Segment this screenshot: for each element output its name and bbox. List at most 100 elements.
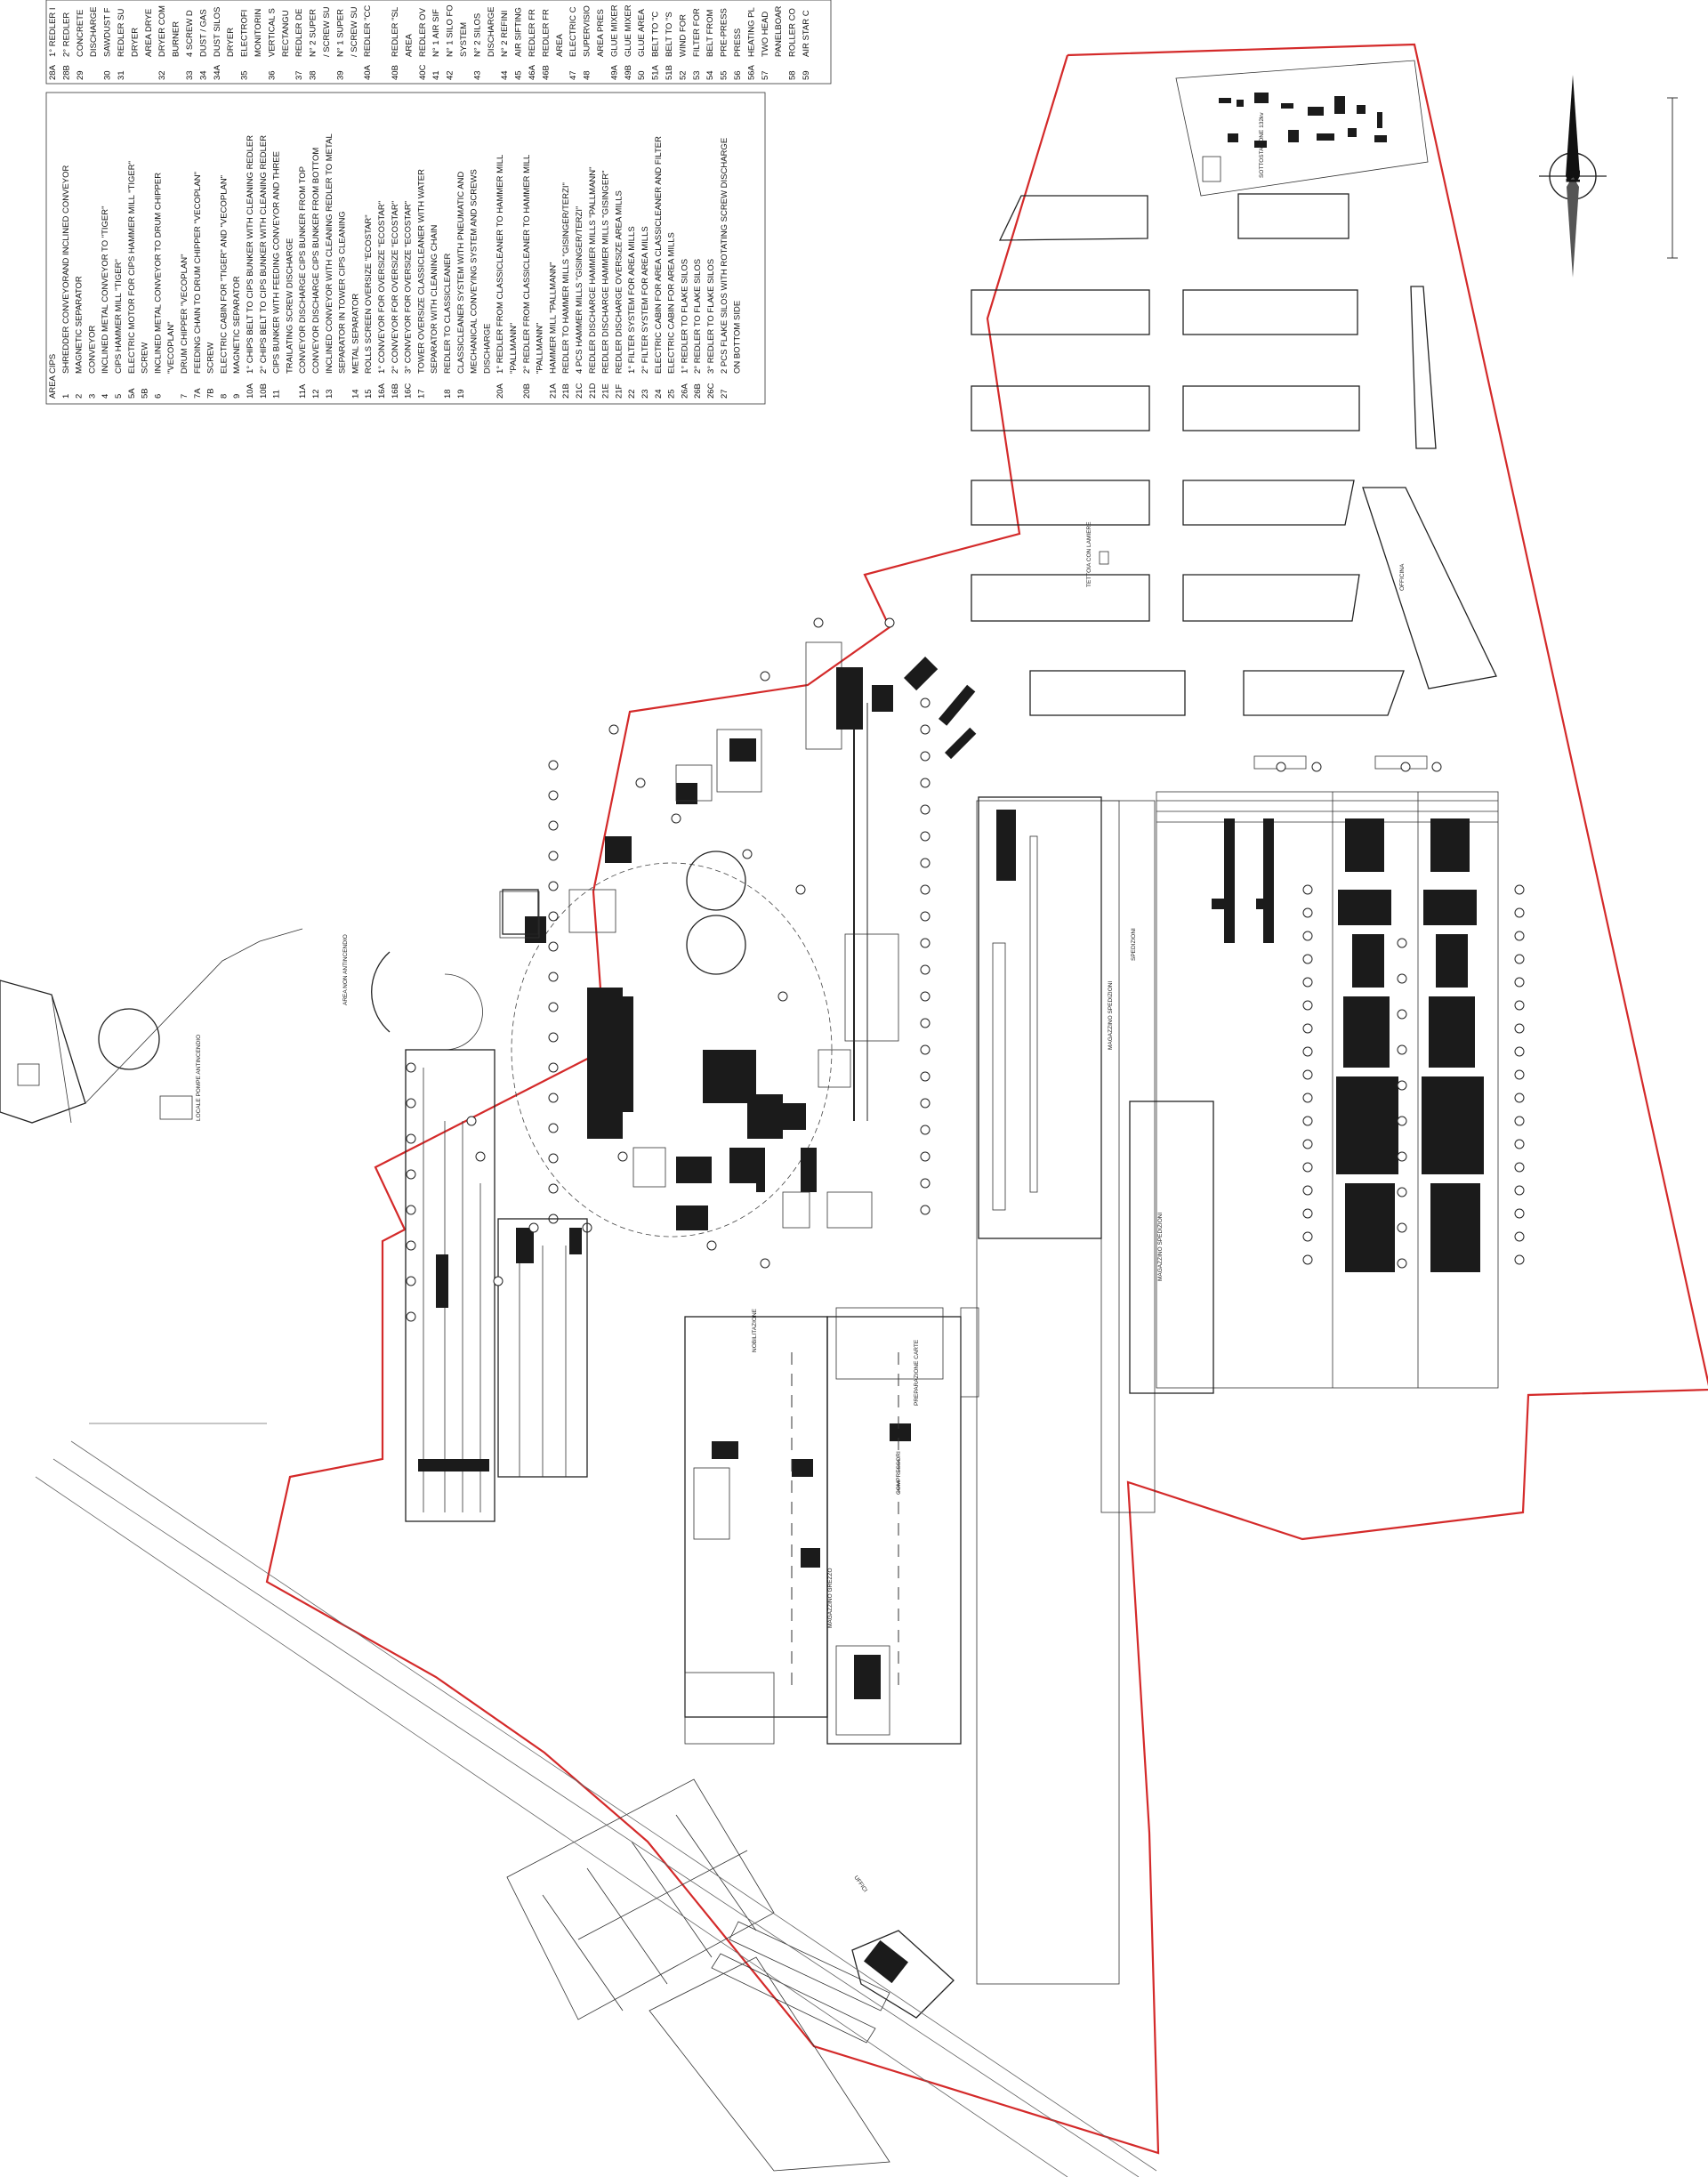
callout-bubble [920, 991, 931, 1002]
legend-item-text: ELECTROFI [240, 10, 250, 57]
legend-item-text: CIPS BUNKER WITH FEEDING CONVEYOR AND TH… [272, 151, 282, 374]
legend-item-code: 21B [561, 383, 571, 399]
callout-bubble [406, 1276, 416, 1286]
substation-label: SOTTOSTAZIONE 132kv [1259, 112, 1265, 178]
legend-item-text: BURNER [172, 21, 181, 57]
callout-bubble [1302, 1023, 1313, 1034]
legend-item-text: TRAILATING SCREW DISCHARGE [285, 238, 294, 374]
callout-bubble [920, 1178, 931, 1189]
legend-item-text: 3° REDLER TO FLAKE SILOS [706, 259, 716, 374]
callout-bubble [1302, 884, 1313, 895]
legend-item-text: REDLER FR [528, 9, 537, 57]
legend-item-code: 5A [127, 388, 137, 399]
callout-bubble [813, 617, 824, 628]
legend-item-code: 47 [568, 70, 578, 80]
legend-item-text: HEATING PL [746, 7, 756, 57]
legend-item-text: CIPS HAMMER MILL "TIGER" [114, 259, 124, 374]
legend-item-text: ELECTRIC CABIN FOR "TIGER" AND "VECOPLAN… [219, 175, 229, 374]
callout-bubble [1302, 1139, 1313, 1149]
legend-item-text: WIND FOR [678, 14, 688, 57]
callout-bubble [1514, 1023, 1525, 1034]
callout-bubble [528, 1222, 539, 1233]
raw-material-warehouse: MAGAZZINO GREZZO PREPARAZIONE CARTE COMP… [684, 800, 1120, 1985]
legend-item-code: 27 [720, 389, 729, 399]
legend-item-code: 28A [48, 64, 58, 80]
legend-item-text: 1° FILTER SYSTEM FOR AREA MILLS [627, 226, 637, 374]
property-boundary [265, 43, 1708, 2155]
legend-item-code: 59 [802, 70, 811, 80]
legend-item-code: 4 [101, 394, 110, 399]
callout-bubble [406, 1133, 416, 1144]
legend-item-code: 16C [404, 383, 414, 399]
legend-item-text: "VECOPLAN" [166, 322, 176, 374]
callout-bubble [406, 1098, 416, 1109]
legend-item-text: 2° CONVEYOR FOR OVERSIZE "ECOSTAR" [391, 201, 400, 374]
callout-bubble [742, 849, 753, 859]
legend-item-text: REDLER "SL [391, 7, 400, 57]
callout-bubble [406, 1311, 416, 1322]
legend-item-code: 46B [541, 65, 551, 80]
legend-item-text: PRESS [733, 28, 743, 57]
legend-item-text: BELT FROM [705, 9, 715, 57]
legend-item-code: 34 [198, 70, 208, 80]
legend-item-text: SEPARATOR WITH CLEANING CHAIN [430, 225, 439, 374]
callout-bubble [795, 884, 806, 895]
callout-bubble [1302, 931, 1313, 941]
legend-item-text: DRUM CHIPPER "VECOPLAN" [180, 254, 189, 375]
callout-bubble [1400, 762, 1411, 772]
legend-item-text: REDLER FR [541, 9, 551, 57]
legend-item-code: 6 [153, 394, 163, 399]
legend-item-text: AREA [404, 33, 414, 57]
callout-bubble [1514, 1139, 1525, 1149]
legend-item-text: MAGNETIC SEPARATOR [232, 276, 242, 374]
legend-item-code: 11A [298, 383, 308, 399]
legend-item-code: 26C [706, 383, 716, 399]
callout-bubble [920, 1071, 931, 1082]
legend-item-code: 50 [637, 70, 647, 80]
legend-item-text: METAL SEPARATOR [350, 294, 360, 374]
legend-item-code: 58 [788, 70, 798, 80]
central-process-area [371, 617, 977, 1269]
legend-item-text: "PALLMANN" [536, 323, 545, 374]
legend-item-text: DISCHARGE [482, 324, 492, 374]
callout-bubble [548, 1123, 559, 1133]
callout-bubble [920, 884, 931, 895]
tettoia-label: TETTOIA CON LAMIERE [1086, 521, 1092, 587]
callout-bubble [548, 1183, 559, 1194]
callout-bubble [671, 813, 681, 824]
callout-bubble [706, 1240, 717, 1251]
legend-item-code: 21C [575, 383, 584, 399]
callout-bubble [608, 724, 619, 735]
legend-item-text: N° 2 SUPER [309, 9, 318, 57]
callout-bubble [1514, 1231, 1525, 1242]
legend-item-code: 21E [601, 383, 611, 399]
legend-item-code: 18 [443, 389, 453, 399]
magazzino-spedizioni-label-1: MAGAZZINO SPEDIZIONI [1108, 981, 1114, 1050]
nobilitazione-label: NOBILITAZIONE [752, 1308, 758, 1352]
callout-bubble [1302, 1185, 1313, 1196]
legend-item-text: SYSTEM [459, 22, 469, 57]
callout-bubble [920, 1018, 931, 1028]
legend-item-code: 1 [61, 394, 71, 399]
legend-item-code: 56 [733, 70, 743, 80]
legend-item-code: 56A [746, 64, 756, 80]
callout-bubble [1514, 1254, 1525, 1265]
legend-item-text: REDLER DISCHARGE HAMMER MILLS "PALLMANN" [588, 166, 598, 374]
legend-item-text: 1° REDLER FROM CLASSICLEANER TO HAMMER M… [495, 155, 505, 374]
callout-bubble [920, 751, 931, 762]
callout-bubble [617, 1151, 628, 1162]
legend-item-text: SUPERVISIO [583, 5, 592, 57]
legend-item-code: 10B [259, 383, 269, 399]
callout-bubble [1514, 1000, 1525, 1011]
legend-item-code: 7B [206, 388, 216, 399]
callout-bubble [1514, 977, 1525, 988]
legend-item-text: N° 2 REFINI [500, 11, 510, 57]
callout-bubble [1302, 1116, 1313, 1126]
legend-item-text: N° 1 AIR SIF [431, 9, 441, 57]
legend-item-code: 7 [180, 394, 189, 399]
callout-bubble [1302, 907, 1313, 918]
legend-item-code: 20A [495, 383, 505, 399]
legend-item-code: 42 [446, 70, 455, 80]
legend-item-code: 20B [522, 383, 532, 399]
